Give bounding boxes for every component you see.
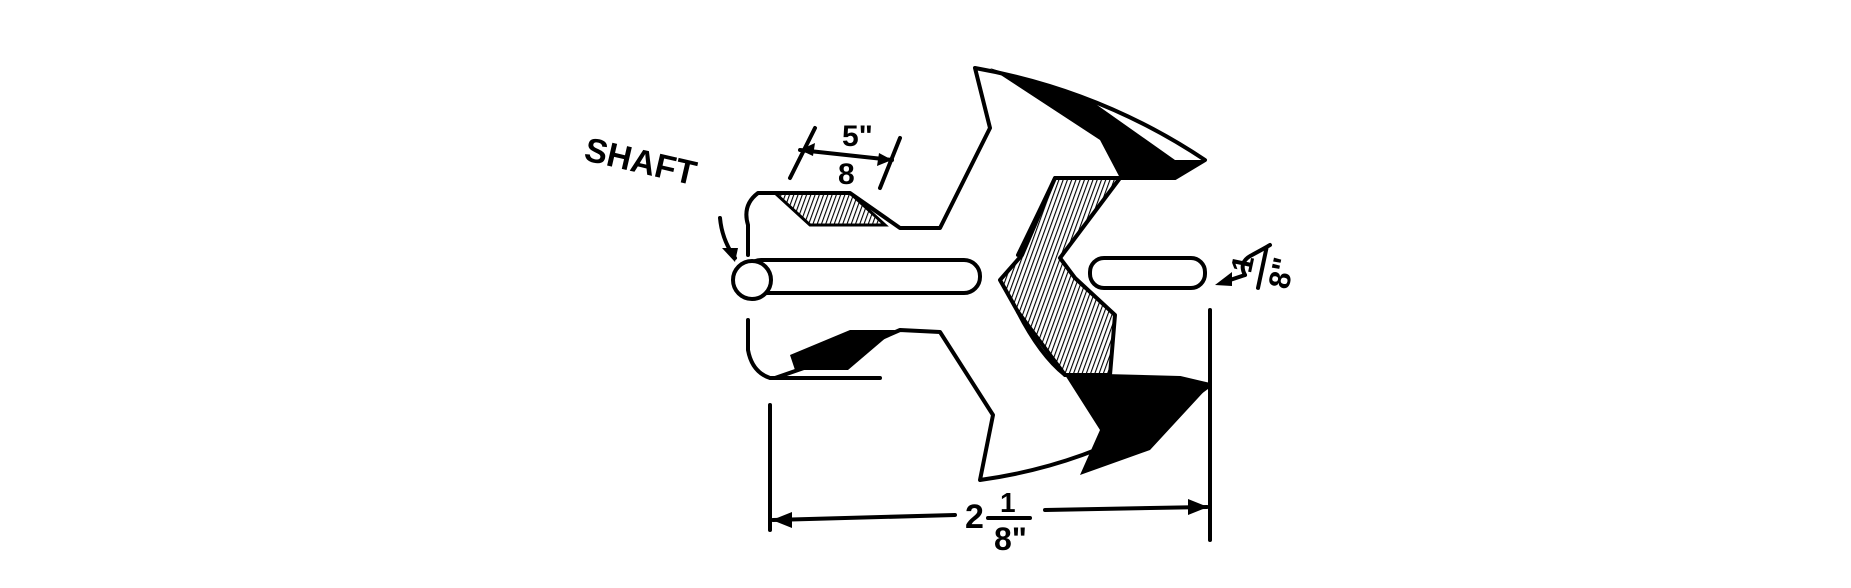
offset-fraction-bar <box>1256 246 1269 290</box>
shaft-label: SHAFT <box>581 131 700 194</box>
shaft-arrowhead-icon <box>722 248 738 262</box>
thickness-numerator: 5" <box>842 120 873 153</box>
thickness-ext-right <box>878 136 902 190</box>
width-dim-right <box>1043 505 1209 512</box>
cutter-outline <box>744 191 882 380</box>
thickness-denominator: 8 <box>838 158 855 191</box>
width-numerator: 1 <box>1000 487 1016 518</box>
width-whole: 2 <box>965 498 984 536</box>
width-arrow-right-icon <box>1188 499 1208 515</box>
offset-numerator: 1 <box>1225 252 1261 275</box>
lower-spur-shade <box>1065 375 1210 475</box>
width-denominator: 8" <box>994 521 1027 557</box>
shaft-end <box>731 259 773 301</box>
thickness-arrow-left-icon <box>800 143 815 156</box>
thickness-ext-left <box>788 126 817 180</box>
thickness-dim-line <box>798 148 894 162</box>
offset-arrow-shaft <box>1228 273 1247 282</box>
offset-fraction: 1 8" <box>1225 246 1302 292</box>
center-blade-shade <box>998 176 1122 377</box>
shaft-bar-right <box>1088 256 1207 290</box>
width-dim-left <box>771 513 957 522</box>
upper-wing-shade <box>771 191 889 227</box>
offset-denominator: 8" <box>1263 255 1302 292</box>
offset-arrowhead-icon <box>1215 272 1232 286</box>
thickness-arrow-right-icon <box>877 153 892 166</box>
shaft-bar-left <box>743 258 982 295</box>
width-arrow-left-icon <box>772 512 792 528</box>
lower-wing-shade <box>790 330 895 370</box>
upper-spur-shade <box>990 68 1205 178</box>
